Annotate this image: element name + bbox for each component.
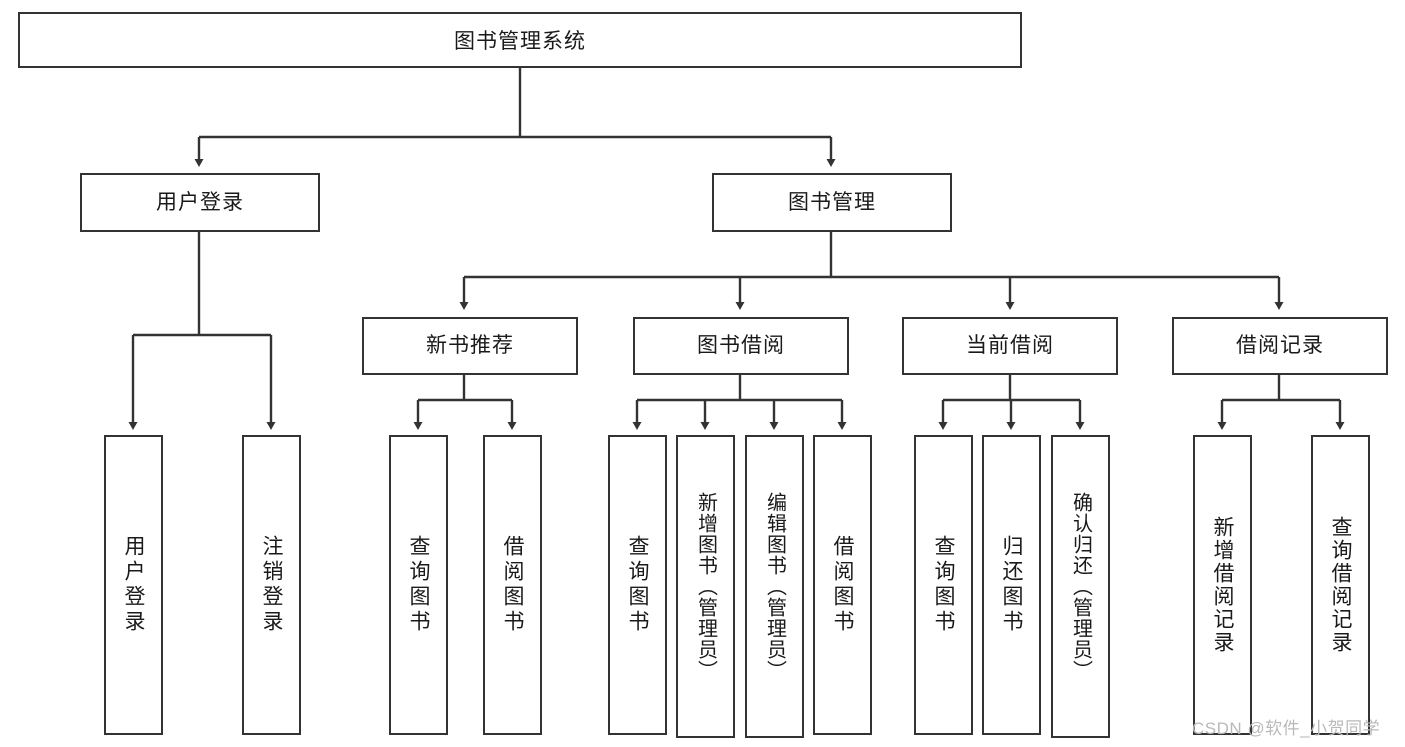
leaf-new-book-borrow-book[interactable]: 借阅图书 [483, 435, 542, 735]
node-label: 借阅记录 [1236, 334, 1324, 358]
node-label: 借阅图书 [831, 535, 854, 635]
node-label: 用户登录 [122, 535, 145, 635]
node-current-borrow[interactable]: 当前借阅 [902, 317, 1118, 375]
leaf-book-borrow-borrow-book[interactable]: 借阅图书 [813, 435, 872, 735]
node-label: 查询图书 [407, 535, 430, 635]
node-label: 图书管理系统 [454, 30, 586, 53]
leaf-borrow-record-query-record[interactable]: 查询借阅记录 [1311, 435, 1370, 735]
node-label: 查询图书 [932, 535, 955, 635]
node-book-borrow[interactable]: 图书借阅 [633, 317, 849, 375]
node-label: 新书推荐 [426, 334, 514, 358]
node-label: 查询图书 [626, 535, 649, 635]
node-label: 图书借阅 [697, 334, 785, 358]
leaf-book-borrow-edit-book-admin[interactable]: 编辑图书（管理员） [745, 435, 804, 738]
node-label: 注销登录 [260, 535, 283, 635]
node-user-login[interactable]: 用户登录 [80, 173, 320, 232]
node-label: 借阅图书 [501, 535, 524, 635]
node-label: 确认归还（管理员） [1069, 492, 1092, 681]
node-label: 查询借阅记录 [1329, 516, 1352, 654]
node-new-book-recommend[interactable]: 新书推荐 [362, 317, 578, 375]
node-root-book-management-system[interactable]: 图书管理系统 [18, 12, 1022, 68]
leaf-user-login-login[interactable]: 用户登录 [104, 435, 163, 735]
leaf-current-borrow-return-book[interactable]: 归还图书 [982, 435, 1041, 735]
leaf-new-book-query-book[interactable]: 查询图书 [389, 435, 448, 735]
node-label: 新增图书（管理员） [694, 492, 717, 681]
node-label: 图书管理 [788, 190, 876, 214]
leaf-current-borrow-query-book[interactable]: 查询图书 [914, 435, 973, 735]
csdn-watermark: CSDN @软件_小贺同学 [1192, 719, 1381, 738]
node-label: 当前借阅 [966, 334, 1054, 358]
leaf-book-borrow-add-book-admin[interactable]: 新增图书（管理员） [676, 435, 735, 738]
node-label: 归还图书 [1000, 535, 1023, 635]
leaf-current-borrow-confirm-return-admin[interactable]: 确认归还（管理员） [1051, 435, 1110, 738]
leaf-user-login-logout[interactable]: 注销登录 [242, 435, 301, 735]
node-label: 编辑图书（管理员） [763, 492, 786, 681]
node-book-management[interactable]: 图书管理 [712, 173, 952, 232]
leaf-borrow-record-add-record[interactable]: 新增借阅记录 [1193, 435, 1252, 735]
node-borrow-record[interactable]: 借阅记录 [1172, 317, 1388, 375]
node-label: 新增借阅记录 [1211, 516, 1234, 654]
node-label: 用户登录 [156, 190, 244, 214]
leaf-book-borrow-query-book[interactable]: 查询图书 [608, 435, 667, 735]
